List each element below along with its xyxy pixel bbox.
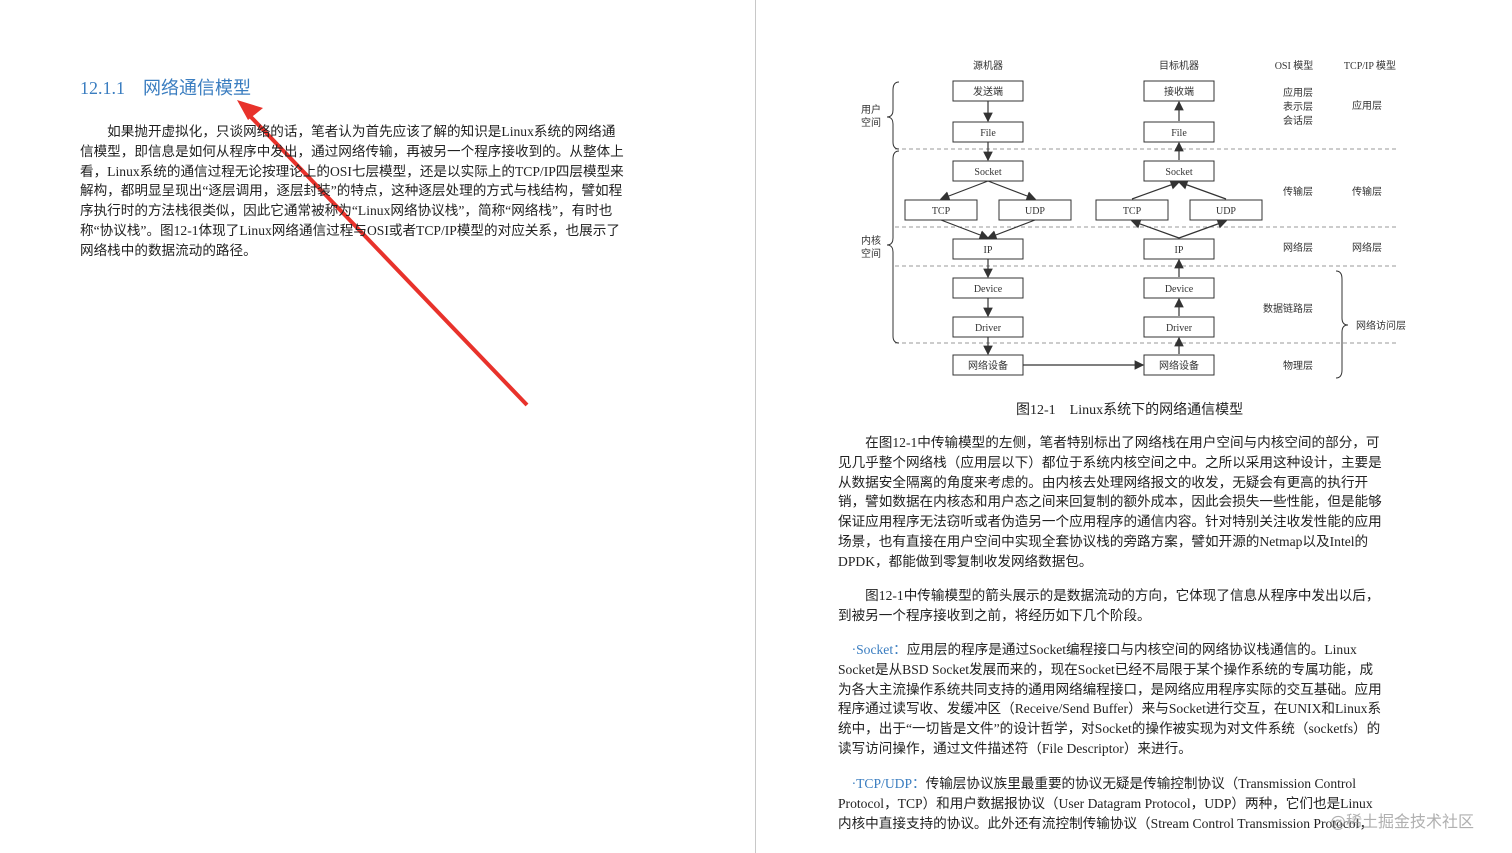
section-title: 网络通信模型 (143, 78, 251, 98)
text-line: Protocol，TCP）和用户数据报协议（User Datagram Prot… (838, 795, 1373, 811)
target-box-label: File (1171, 128, 1187, 139)
text-line: 见几乎整个网络栈（应用层以下）都位于系统内核空间之中。之所以采用这种设计，主要是 (838, 454, 1382, 470)
flow-arrow (940, 219, 990, 240)
target-box-label: Socket (1165, 167, 1192, 178)
flow-arrow (1130, 219, 1180, 239)
source-box-label: Device (974, 284, 1003, 295)
flow-arrow (1177, 180, 1227, 200)
left-paragraph: 如果抛开虚拟化，只谈网络的话，笔者认为首先应该了解的知识是Linux系统的网络通… (80, 122, 624, 261)
section-heading: 12.1.1 网络通信模型 (80, 74, 251, 100)
socket-term: ·Socket： (851, 642, 907, 657)
source-box-label: File (980, 128, 996, 139)
text-line: 称“协议栈”。图12-1体现了Linux网络通信过程与OSI或者TCP/IP模型… (80, 222, 620, 238)
text-line: 从数据安全隔离的角度来考虑的。由内核去处理网络报文的收发，无疑会有更高的执行开 (838, 474, 1369, 490)
osi-layer: 数据链路层 (1263, 302, 1313, 315)
target-box-label: 接收端 (1164, 85, 1194, 98)
source-box-label: IP (984, 245, 993, 256)
osi-layer: 物理层 (1283, 359, 1313, 372)
tcpip-layer: 应用层 (1352, 99, 1382, 112)
text-line: DPDK，都能做到零复制收发网络数据包。 (838, 553, 1093, 569)
tcpudp-term: ·TCP/UDP： (851, 776, 926, 791)
tcpudp-paragraph: ·TCP/UDP：传输层协议族里最重要的协议无疑是传输控制协议（Transmis… (838, 774, 1373, 833)
text-line: 解构，都明显呈现出“逐层调用，逐层封装”的特点，这种逐层处理的方式与栈结构，譬如… (80, 183, 623, 199)
text-line: 如果抛开虚拟化，只谈网络的话，笔者认为首先应该了解的知识是Linux系统的网络通 (80, 124, 616, 139)
flow-arrow (1178, 219, 1228, 239)
annotation-layer (237, 100, 529, 407)
text-line: 在图12-1中传输模型的左侧，笔者特别标出了网络栈在用户空间与内核空间的部分，可 (838, 435, 1380, 450)
figure-caption: 图12-1 Linux系统下的网络通信模型 (1016, 403, 1244, 418)
user-space-label: 用户 (861, 103, 881, 116)
source-box-label: UDP (1025, 206, 1045, 217)
socket-paragraph: ·Socket：应用层的程序是通过Socket编程接口与内核空间的网络协议栈通信… (838, 640, 1382, 759)
osi-layer: 传输层 (1283, 185, 1313, 198)
text-line: 图12-1中传输模型的箭头展示的是数据流动的方向，它体现了信息从程序中发出以后， (838, 588, 1380, 603)
text-line: Socket是从BSD Socket发展而来的，现在Socket已经不局限于某个… (838, 661, 1374, 677)
text-line: 程序通过读写收、发缓冲区（Receive/Send Buffer）来与Socke… (838, 701, 1382, 717)
annotation-arrow-head (237, 100, 263, 120)
osi-layer: 表示层 (1283, 100, 1313, 113)
text-line: 看，Linux系统的通信过程无论按理论上的OSI七层模型，还是以实际上的TCP/… (80, 163, 624, 179)
page-divider (755, 0, 756, 853)
source-box-label: Socket (974, 167, 1001, 178)
header-source: 源机器 (973, 59, 1003, 72)
target-box-label: Device (1165, 284, 1194, 295)
text-line: 传输层协议族里最重要的协议无疑是传输控制协议（Transmission Cont… (925, 776, 1356, 791)
text-line: 为各大主流操作系统共同支持的通用网络编程接口，是网络应用程序实际的交互基础。应用 (838, 681, 1382, 697)
tcpip-layer: 网络层 (1352, 241, 1382, 254)
target-box-label: IP (1175, 245, 1184, 256)
flow-arrow (939, 180, 989, 201)
text-line: 统中，出于“一切皆是文件”的设计哲学，对Socket的操作被实现为对文件系统（s… (838, 721, 1381, 737)
tcpip-layer: 传输层 (1352, 185, 1382, 198)
header-tcpip: TCP/IP 模型 (1344, 59, 1396, 72)
flow-arrow (1131, 180, 1181, 200)
text-line: 到被另一个程序接收到之前，将经历如下几个阶段。 (838, 607, 1151, 623)
osi-layer: 会话层 (1283, 114, 1313, 127)
osi-layer: 网络层 (1283, 241, 1313, 254)
text-line: 内核中直接支持的协议。此外还有流控制传输协议（Stream Control Tr… (838, 815, 1374, 831)
watermark: @稀土掘金技术社区 (1330, 812, 1475, 831)
section-number: 12.1.1 (80, 78, 125, 98)
text-line: 网络栈中的数据流动的路径。 (80, 242, 257, 258)
target-box-label: TCP (1123, 206, 1142, 217)
text-line: 保证应用程序无法窃听或者伪造另一个应用程序的通信内容。针对特别关注收发性能的应用 (838, 514, 1382, 530)
source-box-label: TCP (932, 206, 951, 217)
text-line: 读写访问操作，通过文件描述符（File Descriptor）来进行。 (838, 740, 1192, 756)
right-paragraph-2: 图12-1中传输模型的箭头展示的是数据流动的方向，它体现了信息从程序中发出以后，… (838, 586, 1379, 626)
source-box-label: Driver (975, 323, 1002, 334)
osi-layer: 应用层 (1283, 86, 1313, 99)
kernel-space-label: 内核 (861, 234, 881, 247)
text-line: 应用层的程序是通过Socket编程接口与内核空间的网络协议栈通信的。Linux (906, 642, 1357, 657)
tcpip-layer: 网络访问层 (1356, 319, 1406, 332)
kernel-space-label: 空间 (861, 247, 881, 260)
source-box-label: 网络设备 (968, 359, 1008, 372)
user-space-label: 空间 (861, 116, 881, 129)
target-box-label: UDP (1216, 206, 1236, 217)
source-box-label: 发送端 (973, 85, 1003, 98)
right-paragraph-1: 在图12-1中传输模型的左侧，笔者特别标出了网络栈在用户空间与内核空间的部分，可… (838, 433, 1382, 572)
target-box-label: 网络设备 (1159, 359, 1199, 372)
header-target: 目标机器 (1159, 59, 1199, 72)
header-osi: OSI 模型 (1275, 59, 1314, 72)
text-line: 场景，也有直接在用户空间中实现全套协议栈的旁路方案，譬如开源的Netmap以及I… (838, 533, 1369, 549)
text-line: 信模型，即信息是如何从程序中发出，通过网络传输，再被另一个程序接收到的。从整体上 (80, 143, 624, 159)
target-box-label: Driver (1166, 323, 1193, 334)
flow-arrow (986, 219, 1036, 240)
text-line: 销，譬如数据在内核态和用户态之间来回复制的额外成本，因此会损失一些性能，但是能够 (838, 494, 1382, 510)
flow-arrow (987, 180, 1037, 201)
text-line: 序执行时的方法栈很类似，因此它通常被称为“Linux网络协议栈”，简称“网络栈”… (80, 203, 613, 219)
annotation-arrow (248, 114, 529, 407)
